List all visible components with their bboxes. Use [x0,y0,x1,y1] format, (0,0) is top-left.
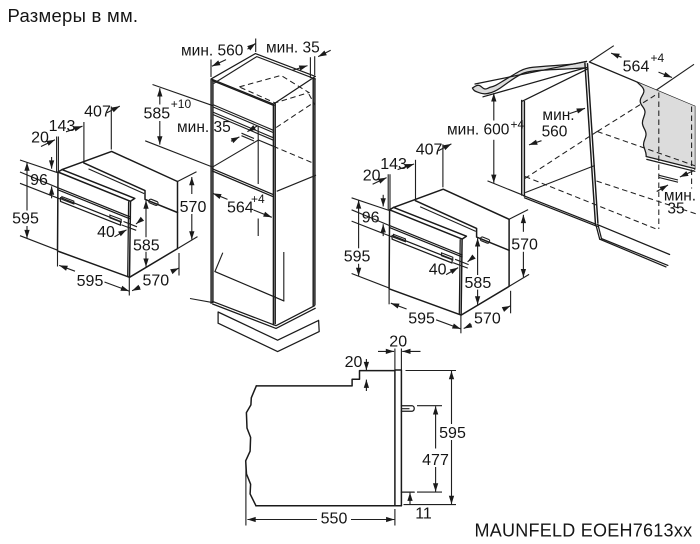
svg-text:+10: +10 [171,97,192,111]
svg-text:мин. 560: мин. 560 [181,43,244,60]
svg-text:+4: +4 [511,118,525,132]
svg-text:564: 564 [227,200,254,217]
svg-text:11: 11 [415,505,432,522]
svg-text:20: 20 [389,334,407,351]
svg-text:570: 570 [180,199,207,216]
svg-text:35: 35 [667,201,684,218]
svg-text:96: 96 [30,172,48,189]
svg-text:20: 20 [31,130,49,147]
svg-text:40: 40 [97,224,115,241]
svg-text:143: 143 [49,118,76,135]
svg-text:595: 595 [439,425,466,442]
svg-text:585: 585 [133,237,160,254]
svg-text:мин.: мин. [664,187,696,204]
svg-text:550: 550 [321,510,348,527]
svg-text:мин.: мин. [542,107,574,124]
svg-text:560: 560 [542,123,568,140]
svg-text:MAUNFELD EOEH7613xx: MAUNFELD EOEH7613xx [475,521,693,541]
svg-text:Размеры в мм.: Размеры в мм. [8,5,139,26]
svg-text:595: 595 [12,211,39,228]
svg-text:мин. 35: мин. 35 [266,39,320,56]
svg-text:564: 564 [623,59,650,76]
svg-text:570: 570 [142,273,169,290]
svg-text:595: 595 [77,273,104,290]
svg-text:мин. 35: мин. 35 [177,119,231,136]
svg-text:585: 585 [144,105,171,122]
svg-text:20: 20 [345,354,363,371]
svg-text:+4: +4 [651,51,665,65]
svg-text:мин. 600: мин. 600 [447,122,510,139]
svg-text:+4: +4 [251,192,265,206]
svg-text:407: 407 [84,104,111,121]
svg-text:477: 477 [422,452,449,469]
